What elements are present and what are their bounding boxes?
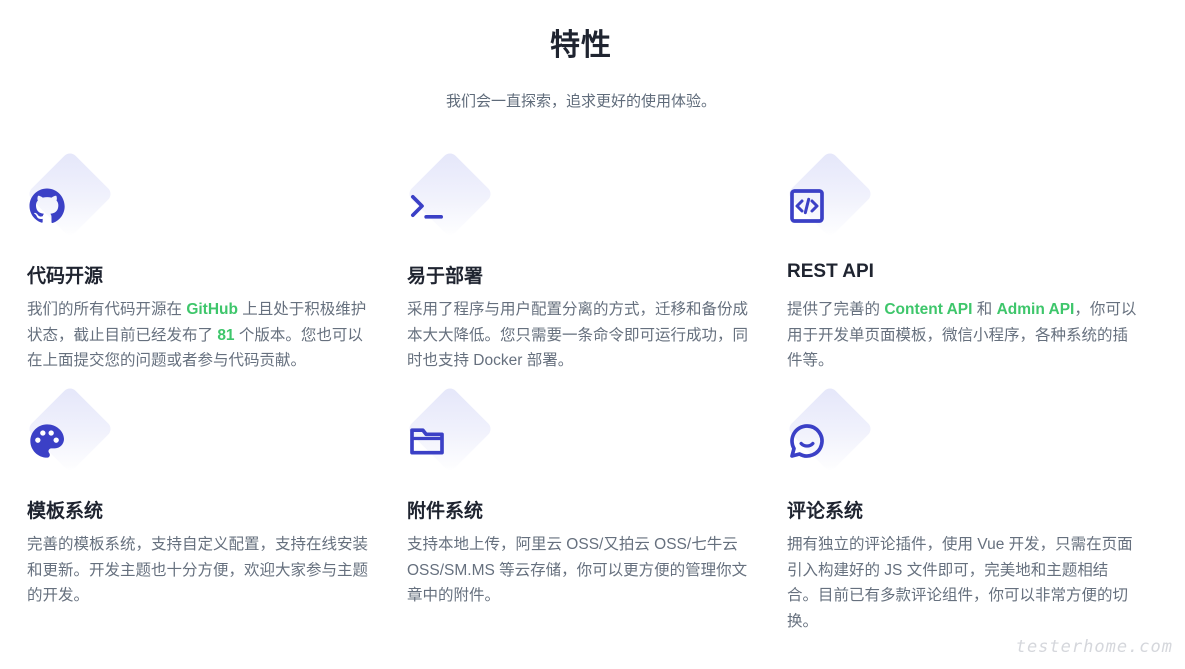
feature-title: 易于部署 <box>407 266 484 287</box>
github-link[interactable]: GitHub <box>186 301 238 318</box>
feature-icon-wrap <box>406 385 497 476</box>
feature-icon-wrap <box>406 150 497 241</box>
version-count[interactable]: 81 <box>217 326 235 344</box>
code-icon <box>787 186 827 226</box>
palette-icon <box>27 421 67 461</box>
feature-description: 完善的模板系统，支持自定义配置，支持在线安装和更新。开发主题也十分方便，欢迎大家… <box>27 536 369 604</box>
desc-text: 和 <box>972 301 997 318</box>
desc-text: ，你可以用于开发单页面模板，微信小程序，各种系统的插件等。 <box>787 301 1137 369</box>
content-api-link[interactable]: Content API <box>884 301 973 318</box>
desc-text: 个版本。您也可以在上面提交您的问题或者参与代码贡献。 <box>27 326 363 370</box>
feature-description: 拥有独立的评论插件，使用 Vue 开发，只需在页面引入构建好的 JS 文件即可，… <box>787 536 1133 630</box>
feature-icon-wrap <box>26 385 117 476</box>
desc-text: 我们的所有代码开源在 <box>27 301 187 318</box>
feature-title: 评论系统 <box>787 501 864 522</box>
feature-open-source: 代码开源 我们的所有代码开源在 GitHub 上且处于积极维护状态，截止目前已经… <box>26 150 387 374</box>
feature-easy-deploy: 易于部署 采用了程序与用户配置分离的方式，迁移和备份成本大大降低。您只需要一条命… <box>406 150 767 374</box>
feature-title: 代码开源 <box>27 266 104 287</box>
feature-icon-wrap <box>786 385 877 476</box>
feature-description: 支持本地上传，阿里云 OSS/又拍云 OSS/七牛云 OSS/SM.MS 等云存… <box>407 536 748 604</box>
watermark: testerhome.com <box>1015 637 1173 657</box>
feature-icon-wrap <box>26 150 117 241</box>
feature-description: 我们的所有代码开源在 GitHub 上且处于积极维护状态，截止目前已经发布了 8… <box>27 297 377 374</box>
terminal-icon <box>407 186 447 226</box>
feature-title: 附件系统 <box>407 501 484 522</box>
feature-description: 提供了完善的 Content API 和 Admin API，你可以用于开发单页… <box>787 297 1137 374</box>
feature-title: 模板系统 <box>27 501 104 522</box>
feature-rest-api: REST API 提供了完善的 Content API 和 Admin API，… <box>786 150 1147 374</box>
feature-title: REST API <box>787 261 874 282</box>
page-title: 特性 <box>550 29 612 62</box>
admin-api-link[interactable]: Admin API <box>996 301 1075 318</box>
page-subtitle: 我们会一直探索，追求更好的使用体验。 <box>445 93 716 110</box>
feature-description: 采用了程序与用户配置分离的方式，迁移和备份成本大大降低。您只需要一条命令即可运行… <box>407 301 749 369</box>
feature-comment-system: 评论系统 拥有独立的评论插件，使用 Vue 开发，只需在页面引入构建好的 JS … <box>786 385 1147 634</box>
feature-theme-system: 模板系统 完善的模板系统，支持自定义配置，支持在线安装和更新。开发主题也十分方便… <box>26 385 387 609</box>
desc-text: 上且处于积极维护状态，截止目前已经发布了 <box>27 301 367 344</box>
desc-text: 提供了完善的 <box>787 301 885 318</box>
folder-icon <box>407 421 447 461</box>
github-icon <box>27 186 67 226</box>
feature-attachment-system: 附件系统 支持本地上传，阿里云 OSS/又拍云 OSS/七牛云 OSS/SM.M… <box>406 385 767 609</box>
comment-icon <box>787 421 827 461</box>
feature-icon-wrap <box>786 150 877 241</box>
